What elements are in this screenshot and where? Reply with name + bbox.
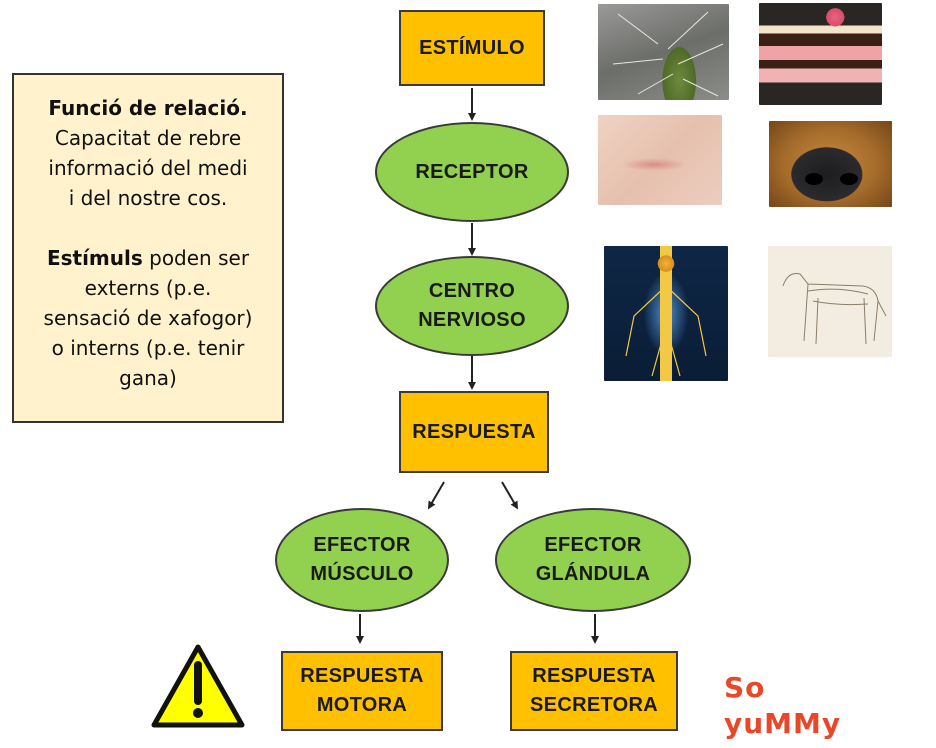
- info-line-3: i del nostre cos.: [68, 186, 228, 210]
- stimuli-bold: Estímuls: [46, 246, 143, 270]
- nerve-lines: [625, 285, 707, 377]
- info-box: Funció de relació. Capacitat de rebre in…: [12, 73, 284, 423]
- info-line-8: gana): [119, 366, 177, 390]
- node-respuesta-secretora: RESPUESTA SECRETORA: [510, 651, 678, 731]
- info-title: Funció de relació.: [48, 96, 248, 120]
- info-line-4: Estímuls poden ser: [14, 243, 282, 273]
- info-line-7: o interns (p.e. tenir: [51, 336, 245, 360]
- so-yummy-logo: So yuMMy: [724, 671, 842, 740]
- stimuli-rest: poden ser: [142, 246, 250, 270]
- skin-photo: [598, 115, 722, 205]
- node-centro-nervioso: CENTRO NERVIOSO: [375, 256, 569, 356]
- cake-photo: [759, 3, 882, 105]
- node-efector-musculo: EFECTOR MÚSCULO: [275, 508, 449, 612]
- info-line-1: Capacitat de rebre: [54, 126, 242, 150]
- node-receptor: RECEPTOR: [375, 122, 569, 222]
- nostrils: [805, 173, 858, 185]
- arrow-respuesta-musculo: [427, 481, 445, 510]
- node-efector-glandula: EFECTOR GLÁNDULA: [495, 508, 691, 612]
- dog-outline: [782, 273, 887, 345]
- node-respuesta-motora: RESPUESTA MOTORA: [281, 651, 443, 731]
- info-line-2: informació del medi: [48, 156, 248, 180]
- dog-anatomy-sketch: [768, 246, 892, 357]
- warning-icon: [151, 644, 245, 728]
- info-line-6: sensació de xafogor): [43, 306, 253, 330]
- nervous-system-photo: [604, 246, 728, 381]
- cactus-spines: [612, 11, 724, 97]
- dog-nose-photo: [769, 121, 892, 207]
- node-estimulo: ESTÍMULO: [399, 10, 545, 86]
- cactus-photo: [598, 4, 729, 100]
- node-respuesta: RESPUESTA: [399, 391, 549, 473]
- info-line-5: externs (p.e.: [84, 276, 212, 300]
- arrow-respuesta-glandula: [501, 481, 519, 510]
